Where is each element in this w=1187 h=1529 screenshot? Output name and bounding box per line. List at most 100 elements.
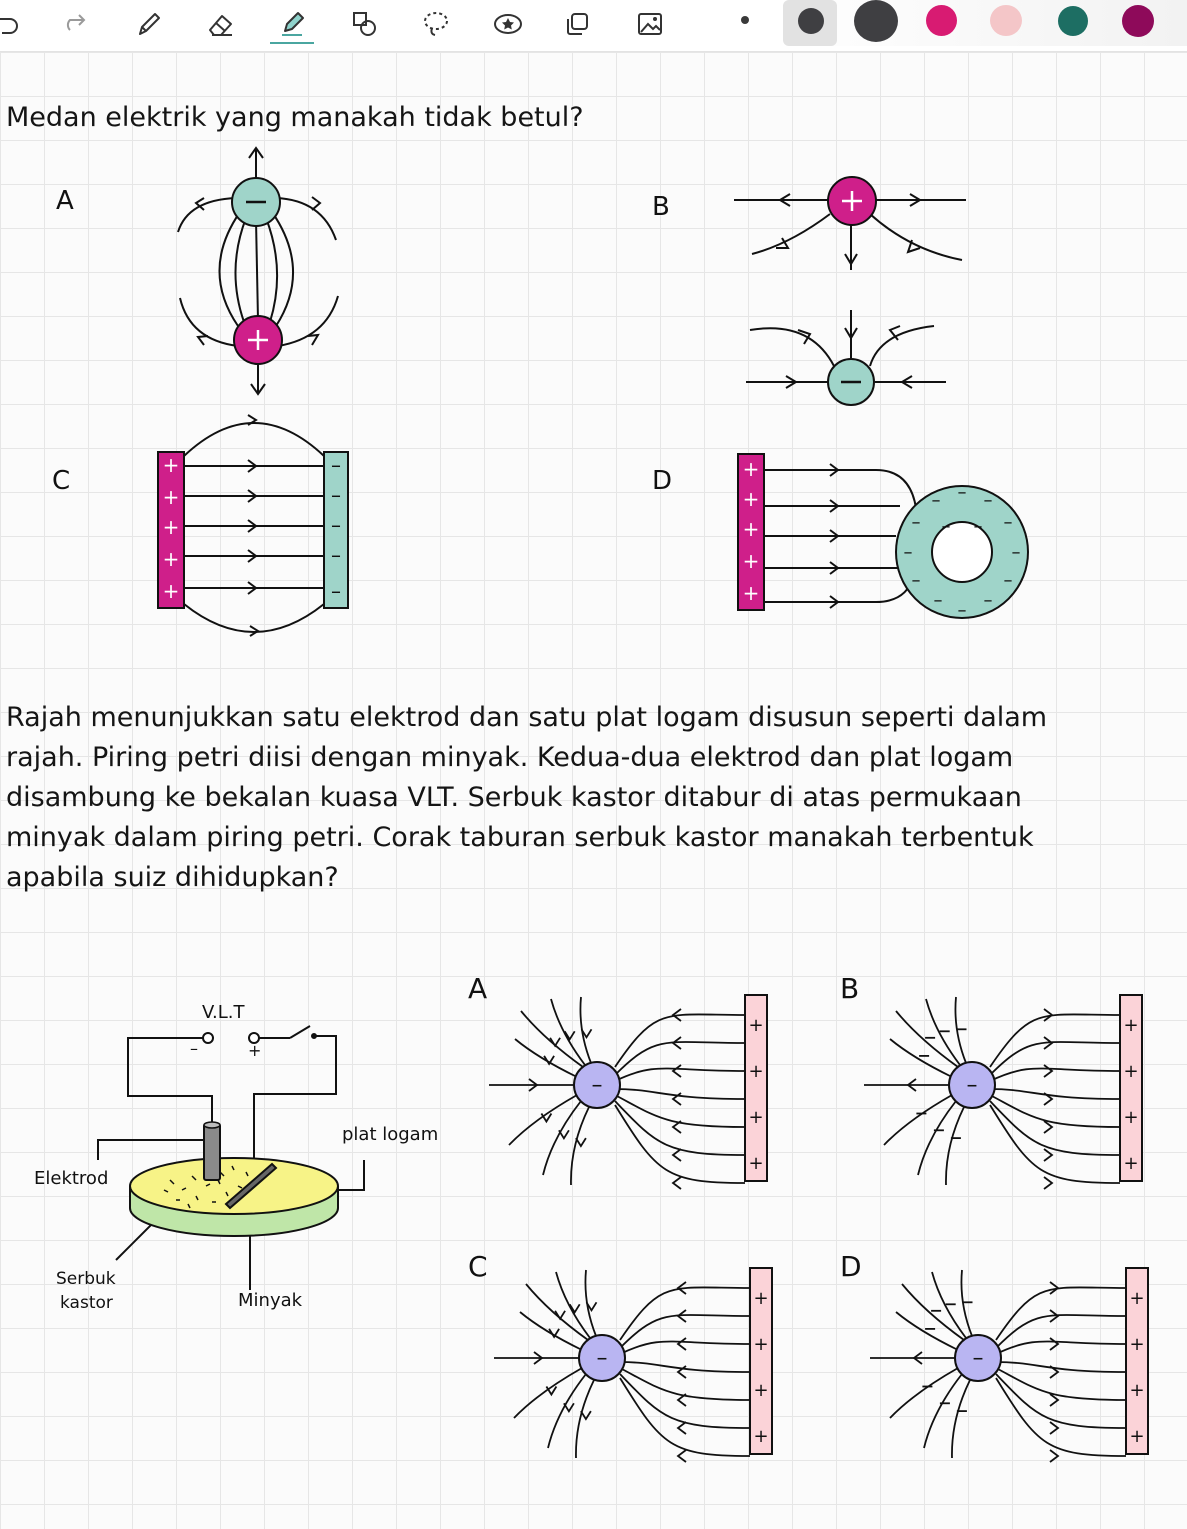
color-palette xyxy=(780,0,1187,46)
oil-surface xyxy=(129,1157,339,1215)
sticker-icon[interactable] xyxy=(486,4,530,44)
field-line xyxy=(883,1094,953,1146)
positive-plate xyxy=(157,451,185,609)
field-arrow xyxy=(1049,1365,1060,1379)
field-line xyxy=(895,1311,959,1351)
question-2-line-3: disambung ke bekalan kuasa VLT. Serbuk k… xyxy=(6,782,1022,813)
field-arrow xyxy=(580,1410,592,1421)
color-swatch-plum[interactable] xyxy=(1122,5,1154,37)
field-line xyxy=(995,1377,1127,1457)
question-1-text: Medan elektrik yang manakah tidak betul? xyxy=(6,102,584,133)
field-arrow xyxy=(671,1036,682,1050)
field-arrow xyxy=(1049,1337,1060,1351)
field-arrow xyxy=(563,1402,575,1413)
field-arrow xyxy=(563,1030,576,1041)
color-swatch-magenta[interactable] xyxy=(926,5,957,36)
field-line xyxy=(925,998,961,1066)
field-line xyxy=(525,1283,589,1341)
color-swatch-dark-gray[interactable] xyxy=(798,8,824,34)
field-arrow xyxy=(1043,1176,1054,1190)
q1-option-b-label: B xyxy=(652,192,670,222)
kastor-label: kastor xyxy=(60,1293,113,1313)
field-arrow xyxy=(676,1309,687,1323)
shapes-icon[interactable] xyxy=(342,4,386,44)
q1-option-d-diagram: + + + + + – – – – – – – – – – – – – – xyxy=(737,453,1029,621)
field-arrow xyxy=(1049,1393,1060,1407)
plus-sign: + xyxy=(1123,1153,1138,1174)
plus-sign: + xyxy=(1129,1288,1144,1309)
svg-text:–: – xyxy=(1004,570,1013,591)
field-line xyxy=(619,1361,751,1373)
image-icon[interactable] xyxy=(628,4,672,44)
field-arrow xyxy=(1043,1008,1054,1022)
elektrod-pointer xyxy=(97,1139,212,1160)
highlighter-icon[interactable] xyxy=(270,4,314,44)
field-arrow xyxy=(585,1301,598,1312)
svg-text:–: – xyxy=(932,490,941,511)
field-line xyxy=(889,1367,959,1419)
field-line xyxy=(614,1094,746,1128)
field-arrow xyxy=(1043,1148,1054,1162)
plus-sign: + xyxy=(1123,1107,1138,1128)
negative-sign: – xyxy=(592,1073,603,1098)
lasso-icon[interactable] xyxy=(414,4,458,44)
vlt-plus: + xyxy=(248,1041,261,1060)
positive-plate xyxy=(737,453,765,611)
q1-option-a-label: A xyxy=(56,186,74,216)
field-line xyxy=(989,1041,1121,1076)
positive-plate xyxy=(1125,1267,1149,1455)
field-line xyxy=(520,1010,584,1068)
svg-text:–: – xyxy=(934,590,943,611)
svg-text:–: – xyxy=(1012,542,1021,563)
plus-sign: + xyxy=(1123,1061,1138,1082)
svg-text:+: + xyxy=(743,457,760,481)
plus-sign: + xyxy=(753,1380,768,1401)
plus-sign: + xyxy=(753,1426,768,1447)
toolbar xyxy=(0,0,1187,52)
svg-text:–: – xyxy=(958,600,967,621)
field-arrow xyxy=(554,1310,566,1321)
svg-text:–: – xyxy=(974,516,983,537)
apparatus-diagram: V.L.T – + Elektrod plat logam Serbuk kas… xyxy=(34,1002,438,1313)
field-line xyxy=(570,1106,590,1186)
svg-text:+: + xyxy=(163,579,180,603)
question-2-line-4: minyak dalam piring petri. Corak taburan… xyxy=(6,822,1034,853)
field-arrow xyxy=(671,1176,682,1190)
field-line xyxy=(550,998,586,1066)
svg-text:+: + xyxy=(743,581,760,605)
field-line xyxy=(901,1283,965,1341)
copy-icon[interactable] xyxy=(556,4,600,44)
field-line xyxy=(989,1104,1121,1184)
field-arrow xyxy=(676,1421,687,1435)
color-swatch-pink[interactable] xyxy=(990,5,1022,36)
svg-text:–: – xyxy=(331,579,341,603)
color-swatch-teal[interactable] xyxy=(1058,6,1088,36)
field-arrow xyxy=(1049,1309,1060,1323)
field-line xyxy=(614,1088,746,1100)
eraser-icon[interactable] xyxy=(198,4,242,44)
svg-text:–: – xyxy=(331,513,341,537)
field-arrow xyxy=(671,1148,682,1162)
field-line xyxy=(951,1379,971,1459)
field-line xyxy=(995,1361,1127,1373)
undo-icon[interactable] xyxy=(0,4,30,44)
field-arrow xyxy=(676,1449,687,1463)
plus-sign: + xyxy=(753,1288,768,1309)
svg-text:–: – xyxy=(1004,512,1013,533)
pen-icon[interactable] xyxy=(126,4,170,44)
field-line xyxy=(619,1367,751,1401)
minyak-label: Minyak xyxy=(238,1290,303,1311)
svg-text:+: + xyxy=(743,487,760,511)
field-line xyxy=(923,1373,963,1449)
field-line xyxy=(917,1100,957,1176)
redo-icon[interactable] xyxy=(50,4,94,44)
color-swatch-small-dot[interactable] xyxy=(741,16,749,24)
positive-plate xyxy=(744,994,768,1182)
field-lines xyxy=(864,996,1121,1190)
q2-option-a-diagram: –++++ xyxy=(489,994,768,1190)
plus-sign: + xyxy=(1129,1380,1144,1401)
color-swatch-charcoal[interactable] xyxy=(854,0,898,42)
field-arrow xyxy=(549,1037,561,1048)
negative-sign: – xyxy=(967,1073,978,1098)
field-line xyxy=(619,1377,751,1457)
